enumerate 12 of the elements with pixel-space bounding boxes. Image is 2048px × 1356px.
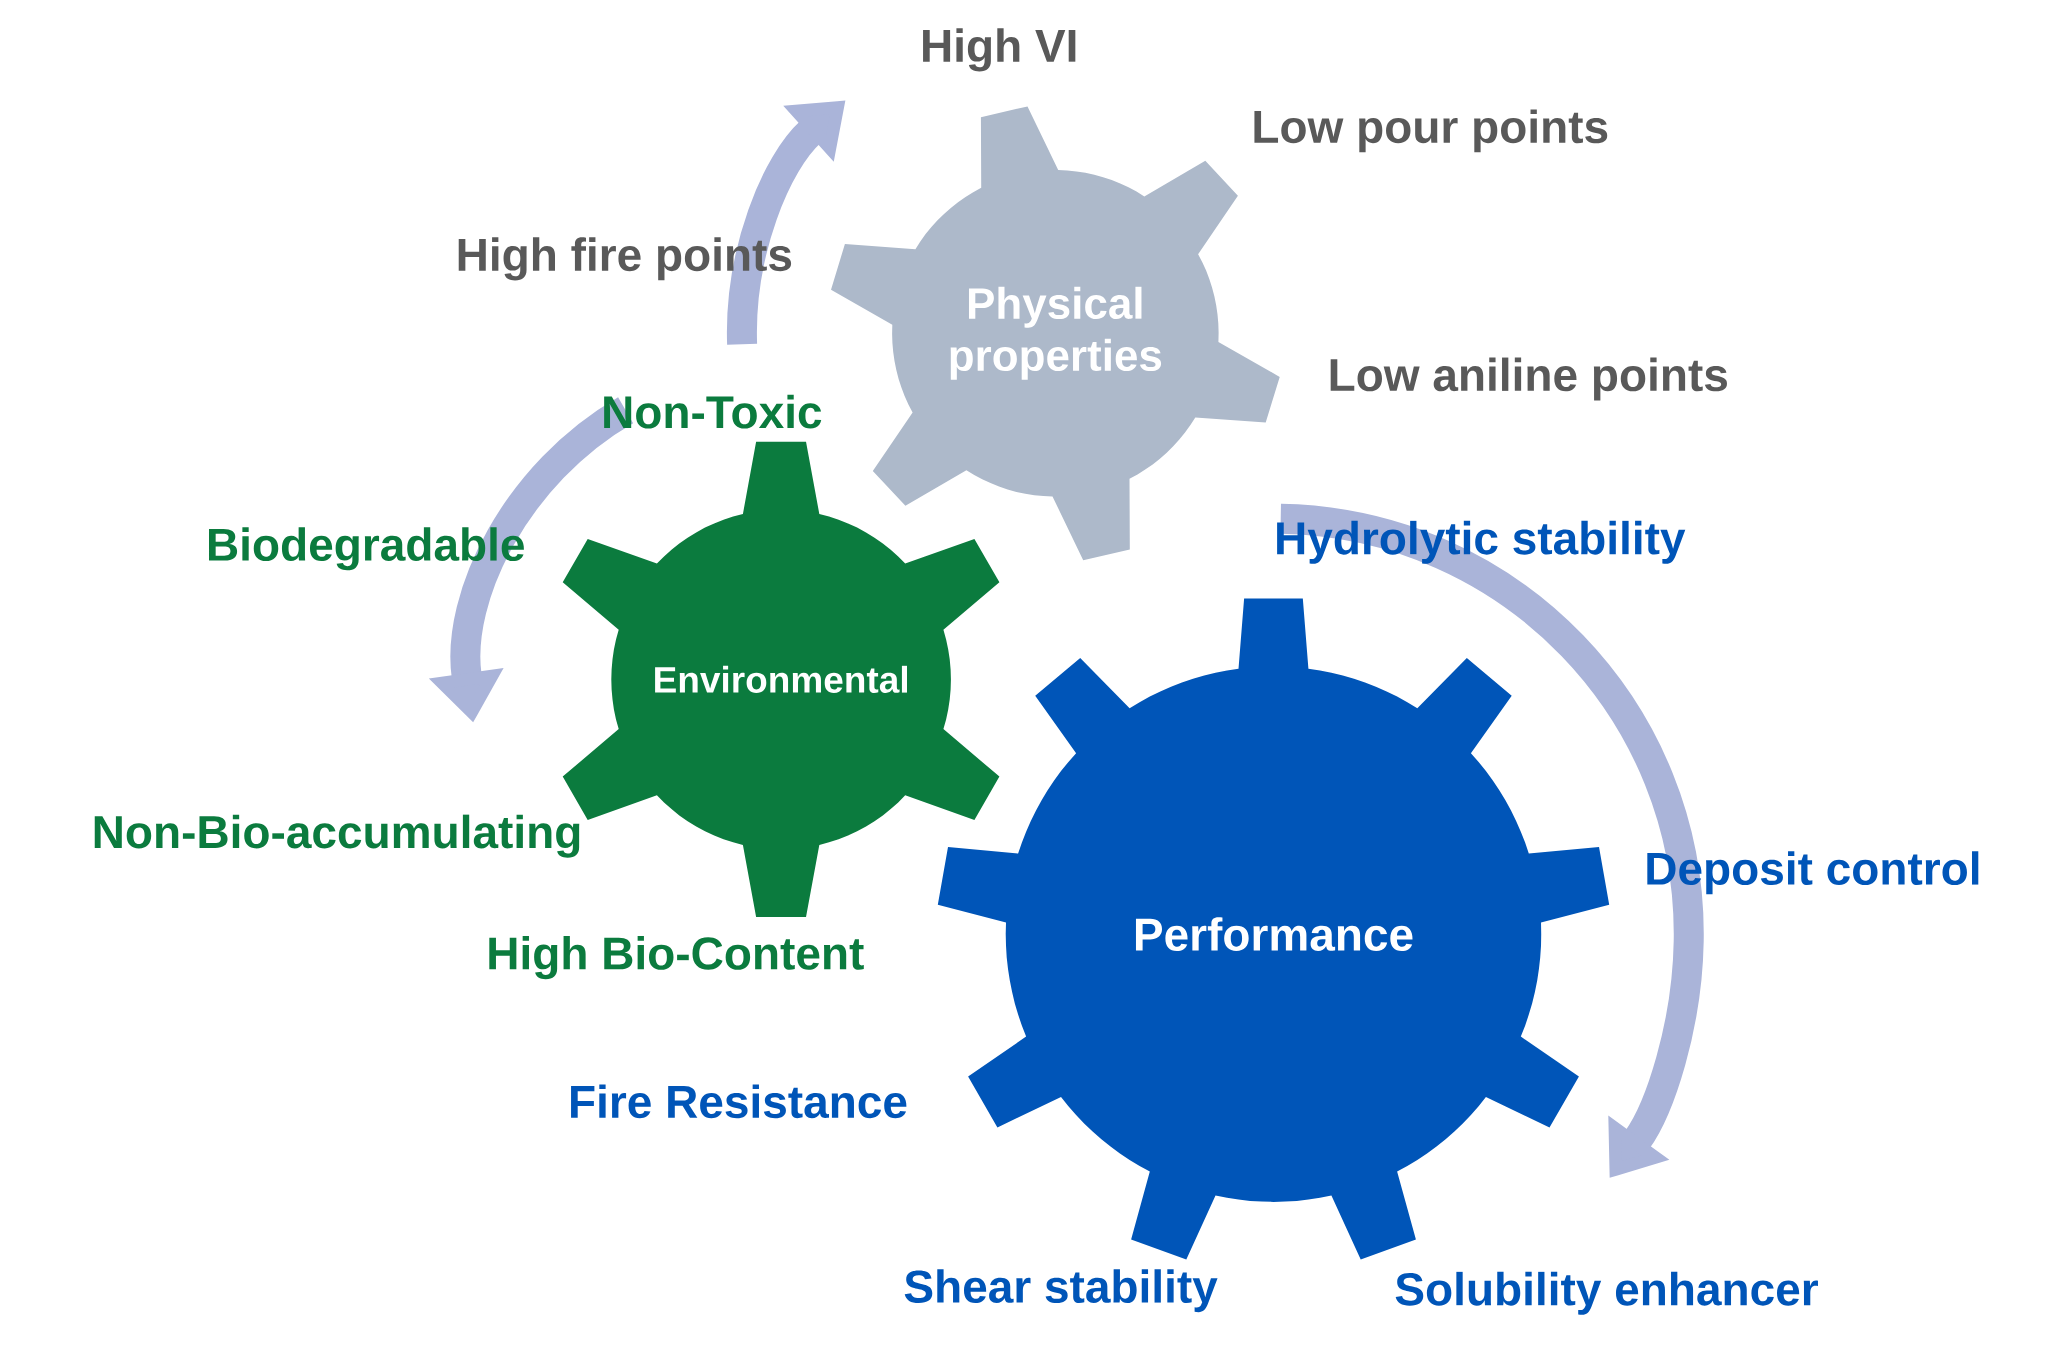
property-label: Hydrolytic stability — [1277, 520, 1686, 564]
property-label: High VI — [923, 28, 1076, 72]
property-label: High Bio-Content — [489, 936, 864, 980]
property-label: Solubility enhancer — [1395, 1271, 1818, 1315]
property-label: Shear stability — [904, 1269, 1218, 1313]
property-label: Deposit control — [1647, 851, 1979, 895]
property-label: Biodegradable — [209, 527, 524, 571]
property-label: Non-Toxic — [604, 394, 822, 429]
property-label: Low aniline points — [1330, 357, 1727, 401]
gear: Performance — [937, 598, 1610, 1260]
property-label: Fire Resistance — [571, 1084, 907, 1119]
property-label: High fire points — [458, 237, 792, 281]
